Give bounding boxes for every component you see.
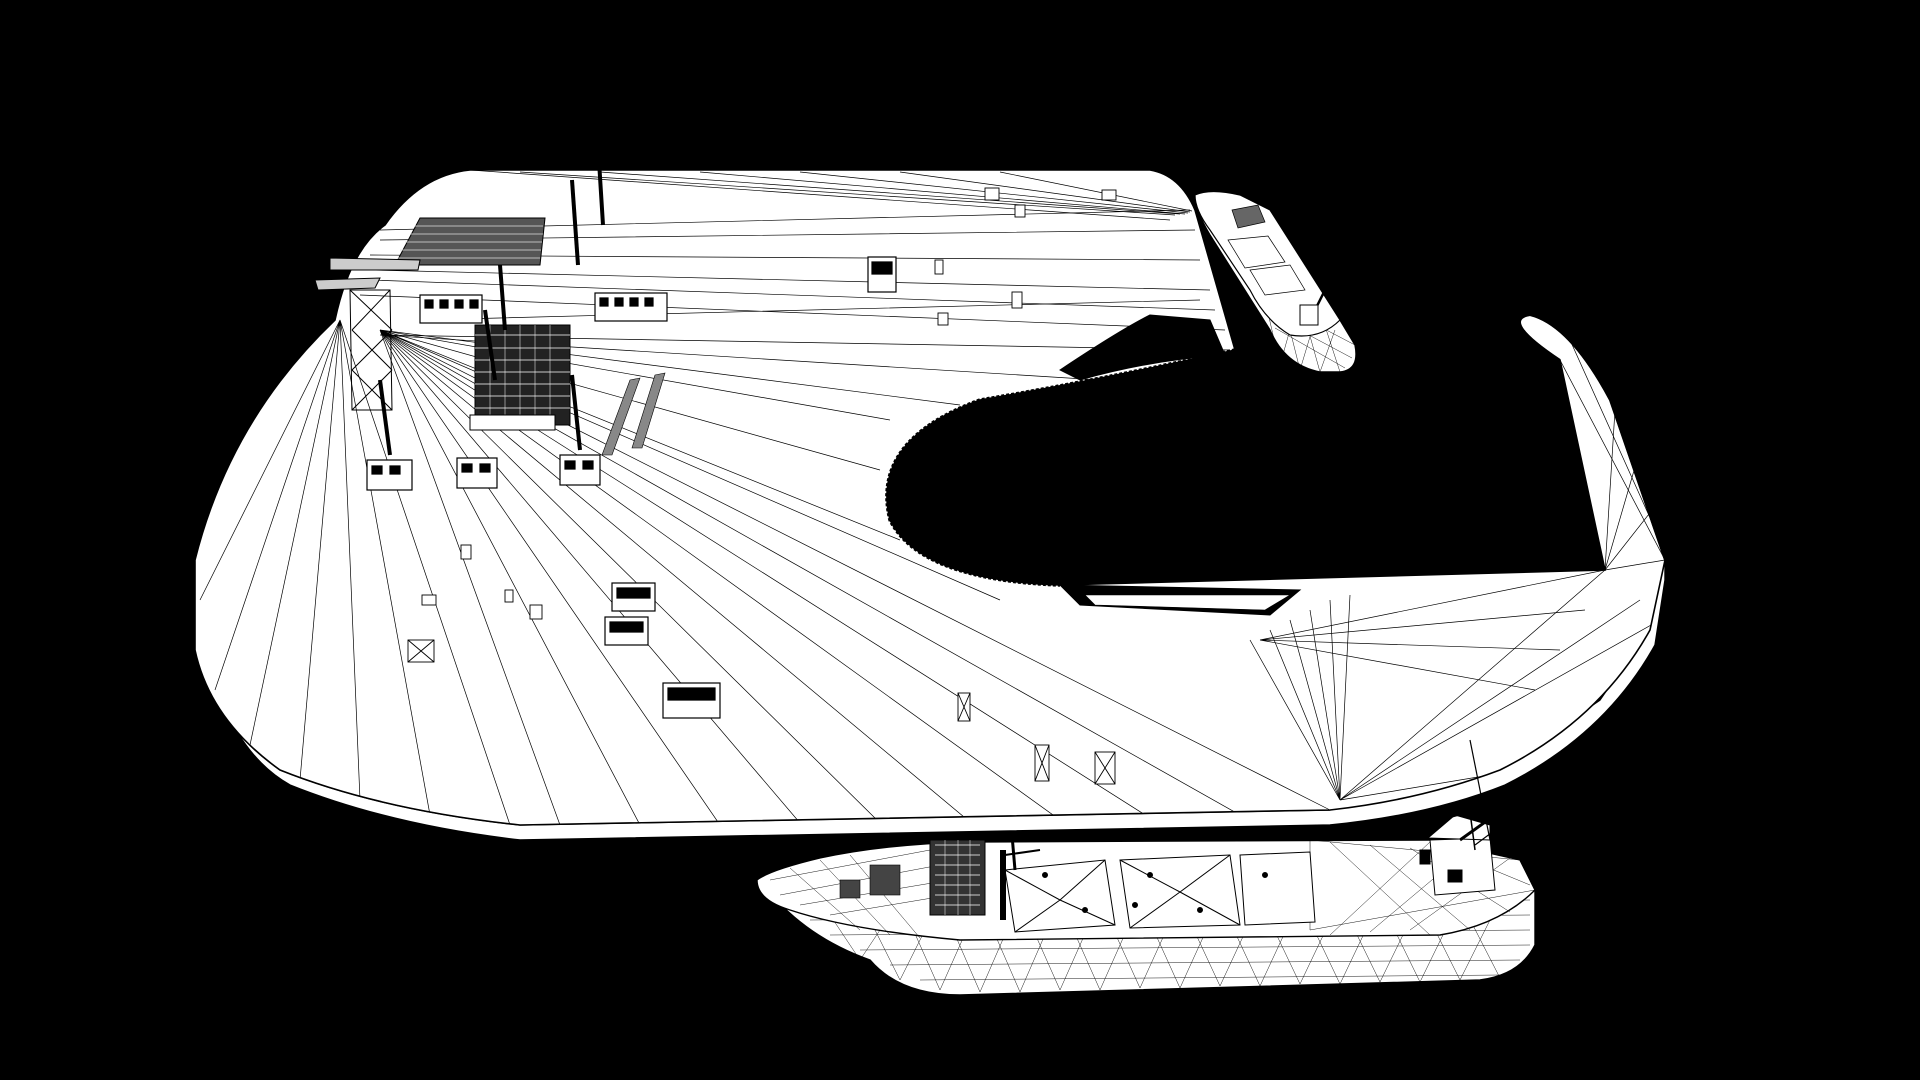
cargo-ship-large	[756, 734, 1644, 996]
ship-small-deck-detail	[1227, 204, 1306, 296]
rail-mounted-gantry-cranes	[366, 256, 897, 719]
container-stack-upper	[394, 217, 546, 266]
upper-cove	[1059, 314, 1226, 381]
inner-harbor-basin-edge	[885, 348, 1236, 587]
ship-small-deck	[1194, 190, 1341, 337]
ship-large-container-stack	[839, 839, 1006, 920]
container-stacks	[366, 187, 1117, 785]
light-towers	[378, 144, 605, 456]
ship-large-bridge	[1419, 814, 1496, 896]
ship-deck-crane-small	[1299, 254, 1346, 326]
ship-deck-crane-large	[1004, 734, 1644, 871]
breakwater-arm	[1519, 313, 1666, 561]
ship-large-hatches	[1004, 851, 1316, 933]
inner-basin-slot-edge	[1084, 594, 1292, 611]
wharf-gantry-structure	[314, 257, 421, 411]
barrel-rows	[601, 372, 666, 456]
container-stack-main	[469, 324, 571, 431]
small-crates	[407, 187, 1117, 785]
cargo-ship-small	[1194, 190, 1357, 373]
